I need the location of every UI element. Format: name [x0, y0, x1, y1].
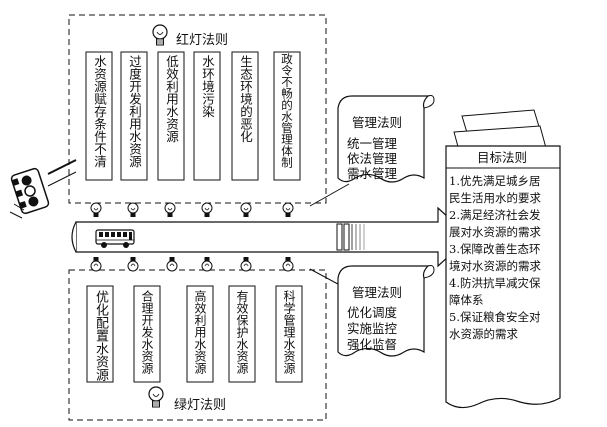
red-item-label: 生态环境的恶化	[238, 55, 253, 143]
lightbulb-icon	[240, 202, 252, 217]
green-light-panel	[68, 269, 327, 421]
goal-line: 4.防洪抗旱减灾保	[449, 276, 541, 290]
green-item-label: 合理开发水资源	[140, 290, 154, 374]
management-top-line: 统一管理	[347, 136, 398, 151]
green-item-label: 有效保护水资源	[235, 290, 249, 374]
lightbulb-icon	[90, 257, 102, 272]
lightbulb-icon	[240, 257, 252, 272]
goal-line: 1.优先满足城乡居	[449, 174, 540, 188]
green-item-5: 科学管理水资源	[275, 285, 303, 383]
red-item-label: 过度开发利用水资源	[127, 55, 142, 168]
lightbulb-icon	[127, 202, 139, 217]
green-item-2: 合理开发水资源	[133, 285, 161, 383]
red-item-label: 低效利用水资源	[164, 55, 179, 143]
bus-icon	[95, 229, 135, 248]
lightbulb-icon	[152, 24, 168, 46]
goal-title: 目标法则	[477, 150, 527, 165]
lightbulb-icon	[282, 202, 294, 217]
green-item-3: 高效利用水资源	[186, 285, 214, 383]
red-item-2: 过度开发利用水资源	[120, 51, 148, 181]
red-item-label: 政令不畅的水管理体制	[280, 53, 294, 168]
management-bottom-line: 实施监控	[347, 321, 398, 336]
red-light-panel	[68, 14, 327, 204]
red-item-label: 水环境污染	[200, 55, 215, 118]
lightbulb-icon	[164, 202, 176, 217]
goal-document: 目标法则 1.优先满足城乡居 民生活用水的要求 2.满足经济社会发 展对水资源的…	[445, 145, 561, 409]
management-top-title: 管理法则	[352, 115, 402, 130]
lightbulb-icon	[148, 386, 164, 408]
management-bottom-line: 优化调度	[347, 305, 398, 320]
lightbulb-icon	[127, 257, 139, 272]
management-scroll-top: 管理法则 统一管理 依法管理 需水管理	[337, 95, 435, 183]
red-item-label: 水资源赋存条件不清	[92, 55, 107, 168]
lightbulb-icon	[282, 257, 294, 272]
scroll-icon	[337, 95, 430, 183]
red-light-title: 红灯法则	[176, 32, 228, 48]
goal-line: 3.保障改善生态环	[449, 242, 540, 256]
management-bottom-title: 管理法则	[352, 285, 402, 300]
lightbulb-icon	[201, 257, 213, 272]
green-item-4: 有效保护水资源	[228, 285, 256, 383]
goal-line: 民生活用水的要求	[449, 191, 541, 205]
goal-line: 5.保证粮食安全对	[449, 310, 541, 324]
management-top-line: 依法管理	[347, 151, 398, 166]
red-item-6: 政令不畅的水管理体制	[273, 51, 301, 181]
red-item-1: 水资源赋存条件不清	[85, 51, 113, 181]
green-item-label: 科学管理水资源	[282, 290, 296, 374]
connector-line	[309, 183, 350, 207]
lightbulb-icon	[90, 202, 102, 217]
red-item-5: 生态环境的恶化	[231, 51, 259, 181]
red-light-title-group: 红灯法则	[152, 24, 228, 48]
red-item-3: 低效利用水资源	[157, 51, 185, 181]
green-light-title: 绿灯法则	[174, 398, 226, 413]
lightbulb-icon	[201, 202, 213, 217]
goal-line: 境对水资源的需求	[449, 259, 541, 273]
red-item-4: 水环境污染	[193, 51, 221, 181]
lightbulb-icon	[166, 257, 178, 272]
green-item-label: 高效利用水资源	[193, 290, 207, 374]
management-top-line: 需水管理	[347, 166, 398, 181]
goal-line: 障体系	[449, 293, 484, 307]
management-bottom-line: 强化监督	[347, 337, 397, 352]
green-item-label: 优化配置水资源	[93, 290, 108, 381]
management-scroll-bottom: 管理法则 优化调度 实施监控 强化监督	[337, 265, 435, 357]
goal-line: 水资源的需求	[449, 327, 518, 341]
traffic-light-icon	[9, 159, 77, 219]
green-light-title-group: 绿灯法则	[148, 386, 226, 413]
scroll-icon	[337, 265, 430, 357]
goal-line: 2.满足经济社会发	[449, 208, 541, 222]
green-item-1: 优化配置水资源	[86, 285, 114, 383]
goal-line: 展对水资源的需求	[449, 225, 541, 239]
